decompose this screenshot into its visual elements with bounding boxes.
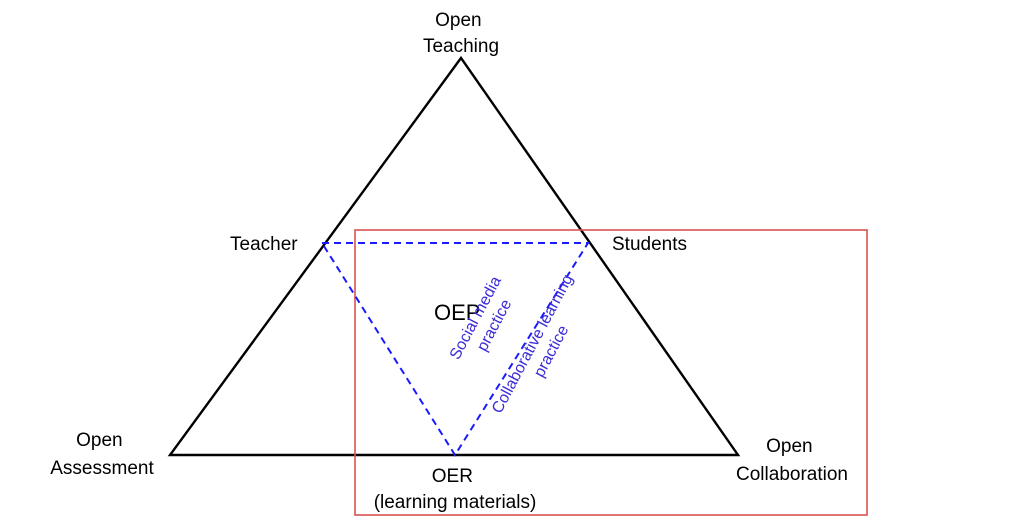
label-open-collaboration: Open Collaboration bbox=[736, 436, 848, 485]
label-teacher: Teacher bbox=[230, 234, 298, 255]
label-open-teaching: Open Teaching bbox=[423, 10, 499, 57]
label-open-assessment: Open Assessment bbox=[50, 430, 154, 479]
label-oer: OER (learning materials) bbox=[374, 466, 537, 513]
label-collaborative-learning-practice: Collaborative learning practice bbox=[489, 268, 596, 426]
inner-dashed-triangle bbox=[320, 242, 590, 457]
label-oep: OEP bbox=[434, 300, 480, 325]
highlight-box bbox=[354, 229, 868, 516]
outer-triangle bbox=[167, 55, 741, 457]
label-students: Students bbox=[612, 234, 687, 255]
